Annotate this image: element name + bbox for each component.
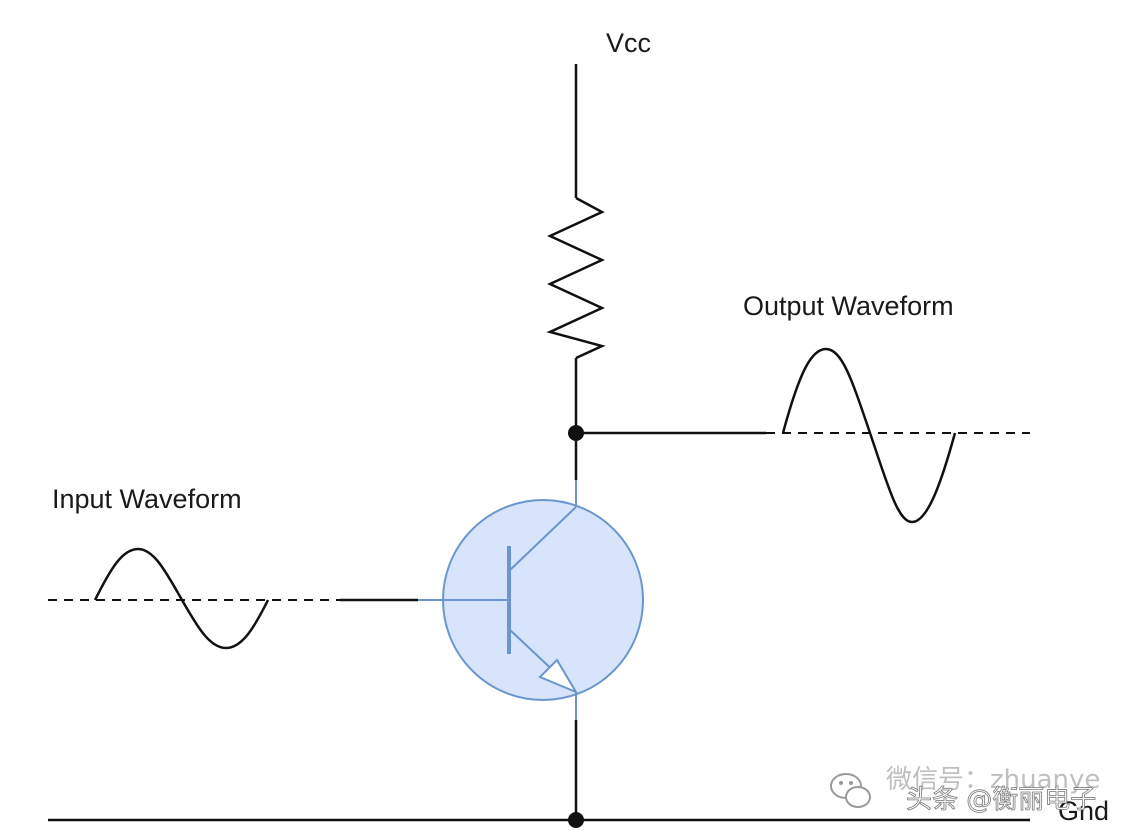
output-waveform <box>781 347 957 524</box>
output-waveform-label: Output Waveform <box>743 291 954 321</box>
gnd-label: Gnd <box>1058 796 1109 826</box>
vcc-label: Vcc <box>606 28 651 58</box>
input-waveform <box>93 547 270 650</box>
input-waveform-label: Input Waveform <box>52 484 242 514</box>
watermark-back-text: 微信号：zhuanye <box>886 765 1100 795</box>
ground-node <box>568 812 584 828</box>
npn-transistor <box>418 480 644 720</box>
collector-resistor <box>546 196 606 360</box>
wechat-icon <box>830 773 871 808</box>
watermark: 微信号：zhuanye 头条 @衡丽电子 <box>830 765 1100 815</box>
watermark-front-text: 头条 @衡丽电子 <box>906 785 1096 815</box>
